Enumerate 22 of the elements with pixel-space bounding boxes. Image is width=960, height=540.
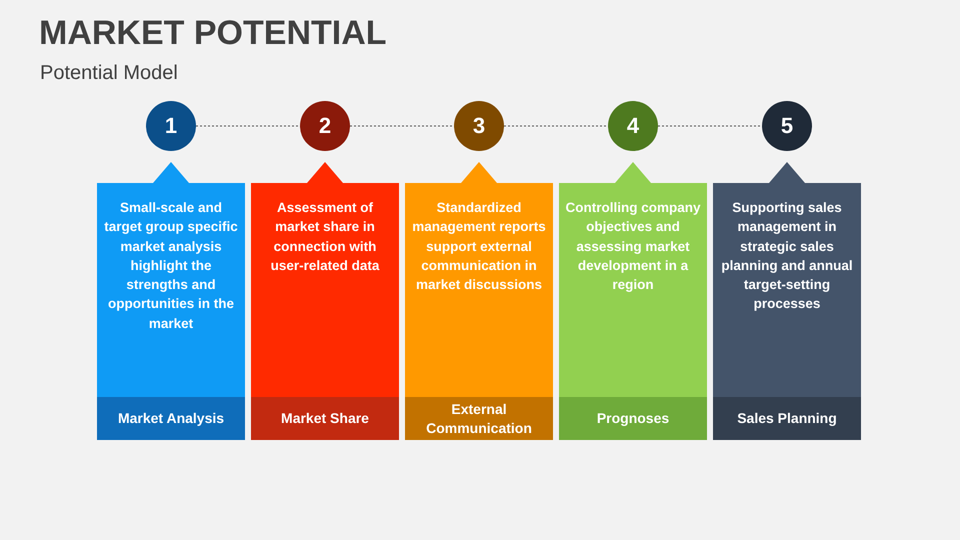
card-description: Supporting sales management in strategic sales planning and annual target-setting processes xyxy=(720,199,854,314)
step-number: 1 xyxy=(164,113,178,139)
card-description: Standardized management reports support external communication in market discussions xyxy=(411,199,547,294)
card-footer: Market Share xyxy=(251,397,399,440)
card-footer: Market Analysis xyxy=(97,397,245,440)
card-footer: Prognoses xyxy=(559,397,707,440)
step-circle xyxy=(300,101,350,151)
card-footer: Sales Planning xyxy=(713,397,861,440)
slide-subtitle: Potential Model xyxy=(40,62,178,85)
card-description: Controlling company objectives and assessing market development in a region xyxy=(565,199,701,294)
step-number: 3 xyxy=(472,113,486,139)
step-number: 4 xyxy=(626,113,640,139)
step-number: 5 xyxy=(780,113,794,139)
card-description: Assessment of market share in connection with user-related data xyxy=(270,199,380,275)
card-footer: External Communication xyxy=(405,397,553,440)
step-circle xyxy=(762,101,812,151)
step-circle xyxy=(146,101,196,151)
slide-title: MARKET POTENTIAL xyxy=(39,14,387,53)
step-number: 2 xyxy=(318,113,332,139)
step-circle xyxy=(608,101,658,151)
card-description: Small-scale and target group specific market analysis highlight the strengths and opportunities in the market xyxy=(103,199,239,333)
step-circle xyxy=(454,101,504,151)
